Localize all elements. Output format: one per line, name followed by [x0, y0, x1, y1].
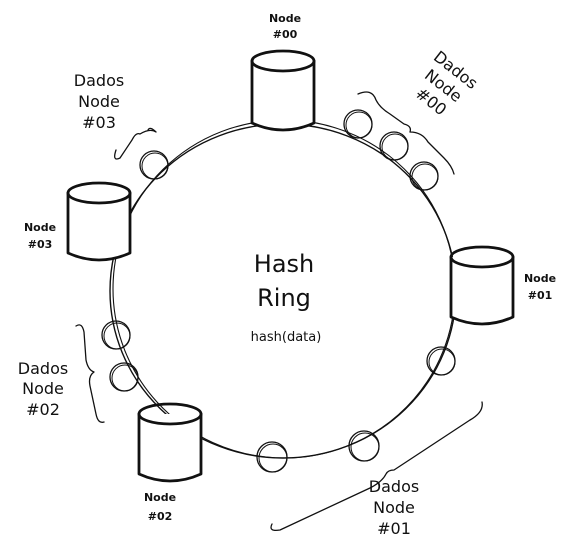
ring-subtitle: hash(data) — [251, 330, 322, 345]
dados-01-line1: Dados — [369, 477, 419, 496]
brace-dados-01 — [270, 401, 483, 532]
data-point — [348, 430, 380, 462]
node-01-label-line1: Node — [524, 272, 556, 285]
dados-01-line2: Node — [373, 498, 415, 517]
dados-02-line2: Node — [22, 379, 64, 398]
data-point — [343, 109, 373, 139]
node-00-label-line2: #00 — [273, 28, 298, 41]
data-point — [409, 161, 439, 191]
node-03-label-line1: Node — [24, 221, 56, 234]
dados-01-line3: #01 — [377, 519, 411, 538]
data-point — [109, 362, 139, 392]
node-02-cylinder — [137, 402, 203, 483]
node-02-label-line2: #02 — [148, 510, 173, 523]
node-00-label-line1: Node — [269, 12, 301, 25]
ring-title-line1: Hash — [254, 250, 314, 278]
dados-03-line1: Dados — [74, 71, 124, 90]
data-point — [379, 131, 409, 161]
data-point — [101, 320, 131, 350]
node-01-label-line2: #01 — [528, 289, 553, 302]
dados-03-line3: #03 — [82, 113, 116, 132]
dados-02-line3: #02 — [26, 400, 60, 419]
node-01-cylinder — [449, 245, 515, 326]
node-03-label-line2: #03 — [28, 238, 53, 251]
node-02-label-line1: Node — [144, 491, 176, 504]
node-03-cylinder — [66, 181, 132, 262]
node-00-cylinder — [250, 49, 316, 132]
brace-dados-00 — [357, 91, 455, 175]
dados-02-line1: Dados — [18, 359, 68, 378]
brace-dados-03 — [114, 127, 157, 160]
data-points — [101, 109, 456, 473]
data-point — [256, 441, 288, 473]
data-point — [139, 150, 169, 180]
ring-title-line2: Ring — [257, 284, 311, 312]
dados-03-line2: Node — [78, 92, 120, 111]
brace-dados-02 — [75, 324, 105, 423]
data-point — [426, 346, 456, 376]
dados-00-label: Dados Node #00 — [412, 47, 481, 119]
